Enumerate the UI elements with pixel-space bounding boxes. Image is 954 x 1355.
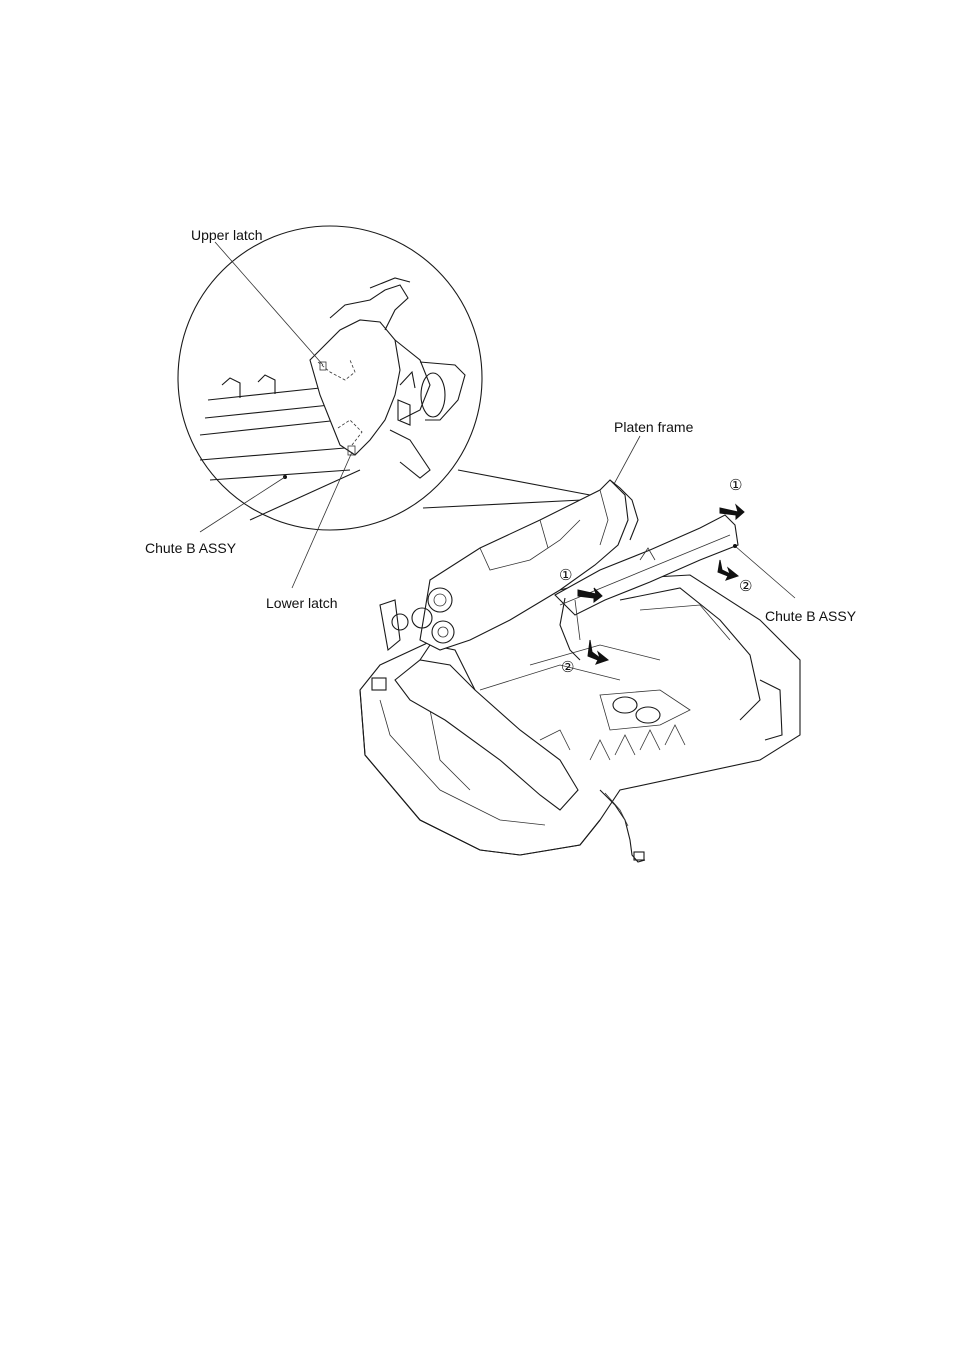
label-chute-b-assy-right: Chute B ASSY — [765, 608, 856, 624]
label-upper-latch: Upper latch — [191, 227, 263, 243]
step-marker-1-top: ① — [729, 477, 742, 493]
label-lower-latch: Lower latch — [266, 595, 338, 611]
label-platen-frame: Platen frame — [614, 419, 693, 435]
step-marker-2-right: ② — [739, 578, 752, 594]
label-chute-b-assy-left: Chute B ASSY — [145, 540, 236, 556]
detail-magnifier — [178, 226, 590, 530]
step-marker-2-mid: ② — [561, 659, 574, 675]
step-marker-1-mid: ① — [559, 567, 572, 583]
